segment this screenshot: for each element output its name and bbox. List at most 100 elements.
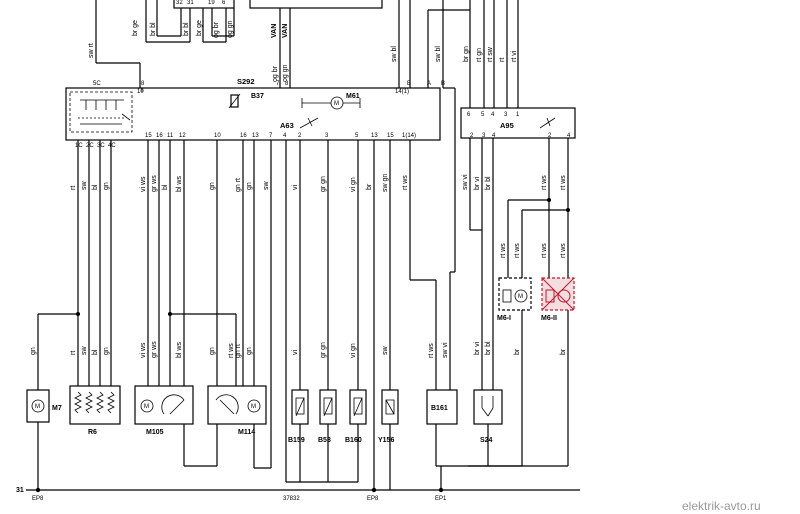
component-label-m105: M105	[146, 429, 164, 436]
pin-a95-b4: 4	[492, 133, 496, 139]
pin-1c: 1C	[75, 143, 83, 149]
wire-label-sw-bl: sw bl	[391, 46, 398, 62]
component-label-b160: B160	[345, 437, 362, 444]
component-label-r6: R6	[88, 429, 97, 436]
wire-label-sw-4: sw	[382, 346, 389, 356]
pin-top-6: 6	[222, 0, 226, 6]
wire-label-rt-ws-8: rt ws	[228, 343, 235, 358]
module-label-a63: A63	[280, 121, 294, 130]
pin-15b: 15	[387, 133, 394, 139]
pin-2c: 2C	[86, 143, 94, 149]
wire-label-vi-2: vi	[292, 350, 299, 356]
pin-a95-b3: 3	[482, 133, 486, 139]
wire-label-gr-gn-2: gr gn	[320, 342, 327, 358]
wire-label-og-br-b: og br	[272, 65, 279, 82]
wire-label-gn-4: gn	[103, 347, 110, 355]
wire-label-br-bl-4: br bl	[485, 341, 492, 355]
ground-label-31: 31	[16, 487, 24, 494]
component-label-m6-i: M6-I	[497, 315, 511, 322]
wire-label-og-br-a: og br	[213, 21, 220, 38]
m6-ii-motor	[541, 277, 575, 311]
component-label-m61: M61	[346, 93, 360, 100]
pin-2: 2	[298, 133, 302, 139]
wire-label-gn-1: gn	[103, 182, 110, 190]
svg-text:M: M	[144, 404, 149, 410]
component-label-b159: B159	[288, 437, 305, 444]
pin-7: 7	[269, 133, 273, 139]
pin-top-31: 31	[187, 0, 194, 6]
wire-label-sw-3: sw	[81, 346, 88, 356]
wire-label-og-gn-a: og gn	[227, 20, 234, 38]
m7-motor: M	[26, 389, 50, 490]
pin-a95-b2: 2	[470, 133, 474, 139]
wire-label-rt-ws-2: rt ws	[541, 175, 548, 190]
wire-label-br-1: br	[366, 183, 373, 190]
m114-actuator: M	[207, 385, 271, 469]
wire-label-vi-gn-1: vi gn	[350, 177, 357, 192]
wire-label-og-gn-b: og gn	[282, 64, 289, 82]
component-label-s24: S24	[480, 437, 493, 444]
m6-i-motor: M	[498, 277, 532, 311]
pin-a95-1: 1	[516, 112, 520, 118]
bus-label-van-2: VAN	[282, 24, 289, 38]
pin-3c: 3C	[97, 143, 105, 149]
svg-text:M: M	[251, 404, 256, 410]
component-label-b53: B53	[318, 437, 331, 444]
wire-label-rt-gn: rt gn	[476, 48, 483, 62]
wire-label-gr: gn	[246, 182, 253, 190]
wire-label-bl: bl	[162, 184, 169, 190]
pin-10: 10	[214, 133, 221, 139]
wire-label-br-2: br	[514, 348, 521, 355]
pin-7-top: 7	[276, 81, 280, 87]
wire-label-sw-vi-1: sw vi	[462, 174, 469, 190]
pin-a95-bc: 4	[567, 133, 571, 139]
wire-label-br-bl-3: br bl	[485, 176, 492, 190]
pin-a-top: A	[427, 81, 431, 87]
reference-37832: 37832	[283, 496, 300, 502]
svg-text:M: M	[518, 294, 523, 300]
pin-a95-3: 3	[504, 112, 508, 118]
wire-label-rt-ws-5: rt ws	[514, 243, 521, 258]
r6-resistor-pack	[69, 385, 121, 425]
wire-label-br-gn: br gn	[463, 46, 470, 62]
wire-label-sw-rt: sw rt	[88, 43, 95, 58]
svg-text:M: M	[334, 101, 339, 107]
component-label-y156: Y156	[378, 437, 394, 444]
wire-label-br-vi-2: br vi	[474, 341, 481, 355]
wire-label-rt-ws-6: rt ws	[541, 243, 548, 258]
pin-b-top: B	[407, 81, 411, 87]
wire-label-br-bl-2: br bl	[183, 22, 190, 36]
a95-module	[460, 107, 576, 139]
pin-3: 3	[325, 133, 329, 139]
pin-a95-5: 5	[481, 112, 485, 118]
wire-label-bl-2: bl	[92, 349, 99, 355]
wire-label-rt-ws-9: rt ws	[428, 343, 435, 358]
wire-label-gn-rt-2: gn rt	[235, 344, 242, 358]
wire-label-sw-1: sw	[81, 181, 88, 191]
ground-label-ep8-right: EP8	[367, 496, 379, 502]
pin-top-19: 19	[208, 0, 215, 6]
wire-label-sw-gn: sw gn	[382, 174, 389, 192]
pin-11: 11	[167, 133, 174, 139]
pin-15: 15	[145, 133, 152, 139]
pin-8: 8	[141, 81, 145, 87]
wire-label-rt: rt	[499, 58, 506, 62]
pin-13b: 13	[371, 133, 378, 139]
wire-label-sw-2: sw	[263, 181, 270, 191]
pin-14-1: 14(1)	[395, 89, 409, 95]
module-label-s292: S292	[237, 77, 255, 86]
wire-label-vi-ws-2: vi ws	[140, 342, 147, 358]
wire-label-br-3: br	[560, 348, 567, 355]
wire-label-gn-rt-1: gn rt	[235, 178, 242, 192]
wire-label-bl-ws-2: bl ws	[176, 342, 183, 358]
wire-label-rt-ws-7: rt ws	[560, 243, 567, 258]
wire-label-br-ge-2: br ge	[196, 20, 203, 36]
wire-label-vi-ws-1: vi ws	[140, 176, 147, 192]
pin-a95-4: 4	[491, 112, 495, 118]
pin-top-32: 32	[176, 0, 183, 6]
s24-switch	[473, 389, 503, 466]
bus-label-van-1: VAN	[271, 24, 278, 38]
ground-bus	[26, 465, 580, 491]
wire-label-gn-2: gn	[209, 182, 216, 190]
